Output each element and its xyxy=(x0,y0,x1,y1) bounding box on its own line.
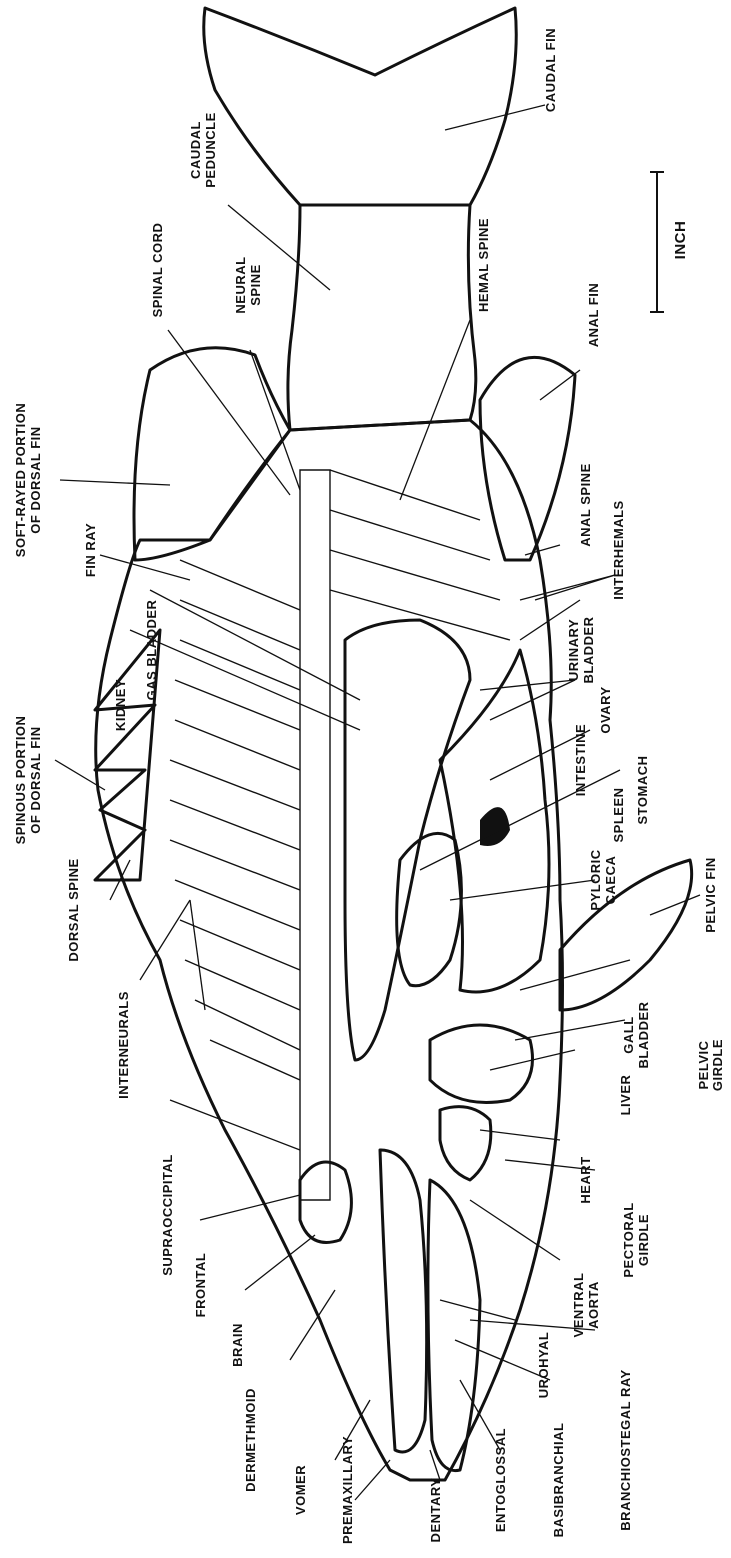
label-brain: BRAIN xyxy=(230,1323,245,1367)
label-pyloric-caeca-2: CAECA xyxy=(603,856,618,905)
label-basibranchial: BASIBRANCHIAL xyxy=(551,1423,566,1538)
label-anal-spine: ANAL SPINE xyxy=(578,463,593,547)
fish-body xyxy=(95,8,692,1480)
label-spleen: SPLEEN xyxy=(611,787,626,842)
label-spinous: SPINOUS PORTION xyxy=(13,716,28,845)
gas-bladder-shape xyxy=(345,620,470,1060)
label-heart: HEART xyxy=(578,1156,593,1203)
interneural-rays xyxy=(170,560,300,1080)
interhemal-rays xyxy=(330,470,510,640)
anal-fin-shape xyxy=(480,357,575,560)
heart-shape xyxy=(440,1107,491,1180)
label-supraoccipital: SUPRAOCCIPITAL xyxy=(160,1154,175,1276)
label-spinal-cord: SPINAL CORD xyxy=(150,223,165,318)
label-frontal: FRONTAL xyxy=(193,1253,208,1318)
label-hemal-spine: HEMAL SPINE xyxy=(476,218,491,312)
label-pyloric-caeca: PYLORIC xyxy=(588,849,603,910)
label-branchiostegal-ray: BRANCHIOSTEGAL RAY xyxy=(618,1369,633,1530)
label-kidney: KIDNEY xyxy=(113,679,128,731)
label-gas-bladder: GAS BLADDER xyxy=(144,599,159,700)
label-caudal-peduncle: CAUDAL xyxy=(188,121,203,179)
label-caudal-peduncle-2: PEDUNCLE xyxy=(203,112,218,188)
body-outline xyxy=(96,420,563,1480)
vertebral-column xyxy=(300,470,330,1200)
label-pelvic-girdle: PELVIC xyxy=(696,1040,711,1089)
jaw-shape xyxy=(380,1150,427,1452)
soft-dorsal-fin-shape xyxy=(134,348,290,560)
label-ventral-aorta-2: AORTA xyxy=(586,1281,601,1329)
label-soft-rayed-2: OF DORSAL FIN xyxy=(28,426,43,533)
label-premaxillary: PREMAXILLARY xyxy=(340,1436,355,1544)
label-neural-spine-2: SPINE xyxy=(248,264,263,306)
label-spinous-2: OF DORSAL FIN xyxy=(28,726,43,833)
label-urinary-bladder: URINARY xyxy=(566,619,581,681)
label-vomer: VOMER xyxy=(293,1465,308,1515)
label-pelvic-girdle-2: GIRDLE xyxy=(710,1039,725,1091)
label-gall-bladder-2: BLADDER xyxy=(636,1001,651,1068)
brain-shape xyxy=(300,1162,351,1243)
label-urinary-bladder-2: BLADDER xyxy=(581,616,596,683)
scale-bar xyxy=(650,172,664,312)
labels: CAUDAL FIN CAUDAL PEDUNCLE INCH SPINAL C… xyxy=(13,28,725,1544)
label-stomach: STOMACH xyxy=(635,756,650,825)
label-dorsal-spine: DORSAL SPINE xyxy=(66,858,81,961)
label-anal-fin: ANAL FIN xyxy=(586,283,601,347)
label-inch: INCH xyxy=(672,221,689,260)
label-entoglossal: ENTOGLOSSAL xyxy=(493,1428,508,1532)
label-gall-bladder: GALL xyxy=(621,1016,636,1053)
label-interhemals: INTERHEMALS xyxy=(611,500,626,599)
label-interneurals: INTERNEURALS xyxy=(116,991,131,1099)
label-neural-spine: NEURAL xyxy=(233,256,248,313)
label-ventral-aorta: VENTRAL xyxy=(571,1273,586,1338)
label-dermethmoid: DERMETHMOID xyxy=(243,1388,258,1492)
label-pectoral-girdle: PECTORAL xyxy=(621,1202,636,1277)
label-ovary: OVARY xyxy=(598,686,613,733)
label-pectoral-girdle-2: GIRDLE xyxy=(636,1214,651,1266)
caudal-fin-shape xyxy=(204,8,517,205)
label-intestine: INTESTINE xyxy=(573,724,588,796)
label-soft-rayed: SOFT-RAYED PORTION xyxy=(13,403,28,557)
label-caudal-fin: CAUDAL FIN xyxy=(543,28,558,112)
label-fin-ray: FIN RAY xyxy=(83,523,98,577)
label-liver: LIVER xyxy=(618,1075,633,1116)
label-pelvic-fin: PELVIC FIN xyxy=(703,857,718,933)
label-dentary: DENTARY xyxy=(428,1478,443,1543)
caudal-peduncle-shape xyxy=(288,205,476,430)
label-urohyal: UROHYAL xyxy=(536,1332,551,1399)
